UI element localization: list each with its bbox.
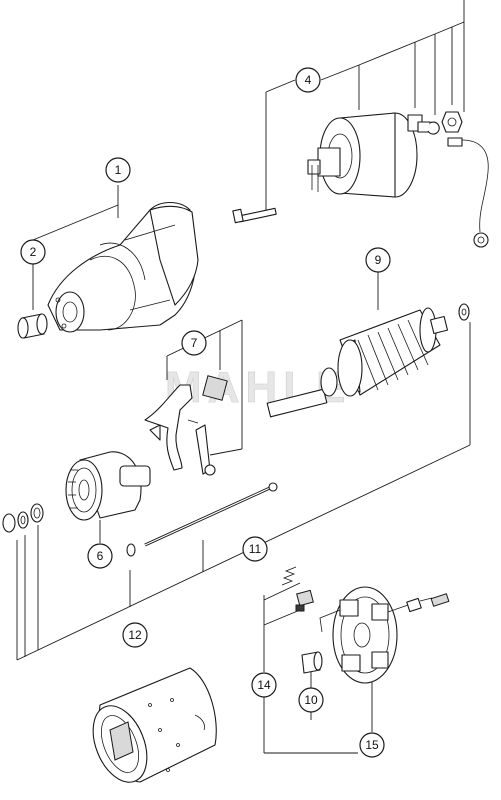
callout-9: 9 — [365, 247, 391, 273]
commutator-bushing-part — [301, 651, 323, 674]
fork-lever-part — [144, 375, 228, 476]
callout-label: 9 — [375, 253, 382, 267]
callout-label: 6 — [97, 549, 104, 563]
through-bolt-part — [126, 482, 278, 557]
retaining-rings-part — [2, 503, 44, 533]
brush-spring-part — [281, 566, 314, 612]
callout-label: 11 — [249, 542, 262, 556]
callout-11: 11 — [242, 536, 268, 562]
drive-pinion-part — [65, 451, 151, 521]
callout-6: 6 — [87, 543, 113, 569]
callout-label: 10 — [304, 693, 318, 707]
mahle-watermark: MAHLE — [165, 363, 351, 412]
callout-4: 4 — [295, 67, 321, 93]
solenoid-part — [232, 111, 489, 248]
callout-label: 1 — [115, 163, 122, 177]
callout-label: 7 — [191, 336, 198, 350]
callout-label: 4 — [305, 73, 312, 87]
callout-12: 12 — [122, 622, 148, 648]
leader-lines — [16, 0, 471, 754]
armature-part — [266, 303, 470, 418]
callout-10: 10 — [298, 687, 324, 713]
yoke-frame-part — [92, 667, 217, 783]
callout-1: 1 — [105, 157, 131, 183]
callout-label: 14 — [257, 678, 271, 692]
callout-15: 15 — [359, 732, 385, 758]
drive-end-housing-part — [47, 201, 199, 333]
callout-2: 2 — [20, 239, 46, 265]
brush-holder-plate-part — [319, 586, 450, 684]
callout-14: 14 — [251, 672, 277, 698]
callout-label: 12 — [128, 628, 142, 642]
callout-7: 7 — [181, 330, 207, 356]
callout-label: 2 — [30, 245, 37, 259]
callout-label: 15 — [365, 738, 379, 752]
bushing-part — [17, 313, 48, 339]
